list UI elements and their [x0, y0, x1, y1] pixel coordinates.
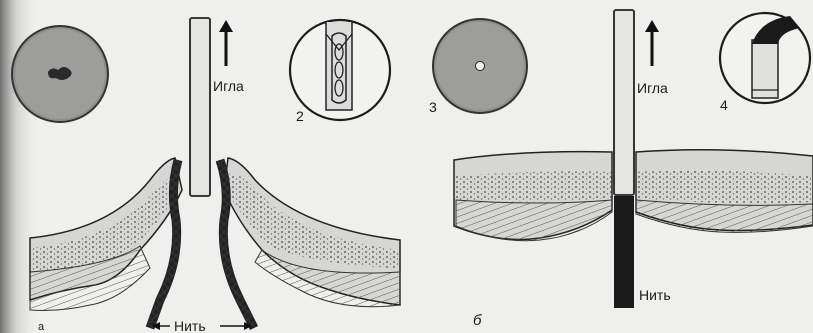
detail-number-4: 4: [720, 97, 728, 113]
panel-label-b: б: [473, 312, 482, 329]
needle-eye-detail-2: [290, 20, 390, 120]
panel-label-a: a: [38, 321, 45, 333]
needle-right: [614, 10, 634, 195]
needle-label-left: Игла: [213, 78, 244, 94]
needle-thread-junction-detail-4: [720, 13, 810, 103]
thread-label-right: Нить: [639, 287, 671, 303]
detail-number-2: 2: [296, 108, 304, 124]
detail-number-3: 3: [429, 99, 437, 115]
thread-label-left: Нить: [174, 318, 206, 333]
needle-left: [190, 18, 210, 196]
needle-label-right: Игла: [637, 80, 668, 96]
thread-right-solid: [614, 196, 634, 308]
puncture-disc-1: [12, 26, 108, 122]
puncture-disc-3: [433, 19, 527, 113]
